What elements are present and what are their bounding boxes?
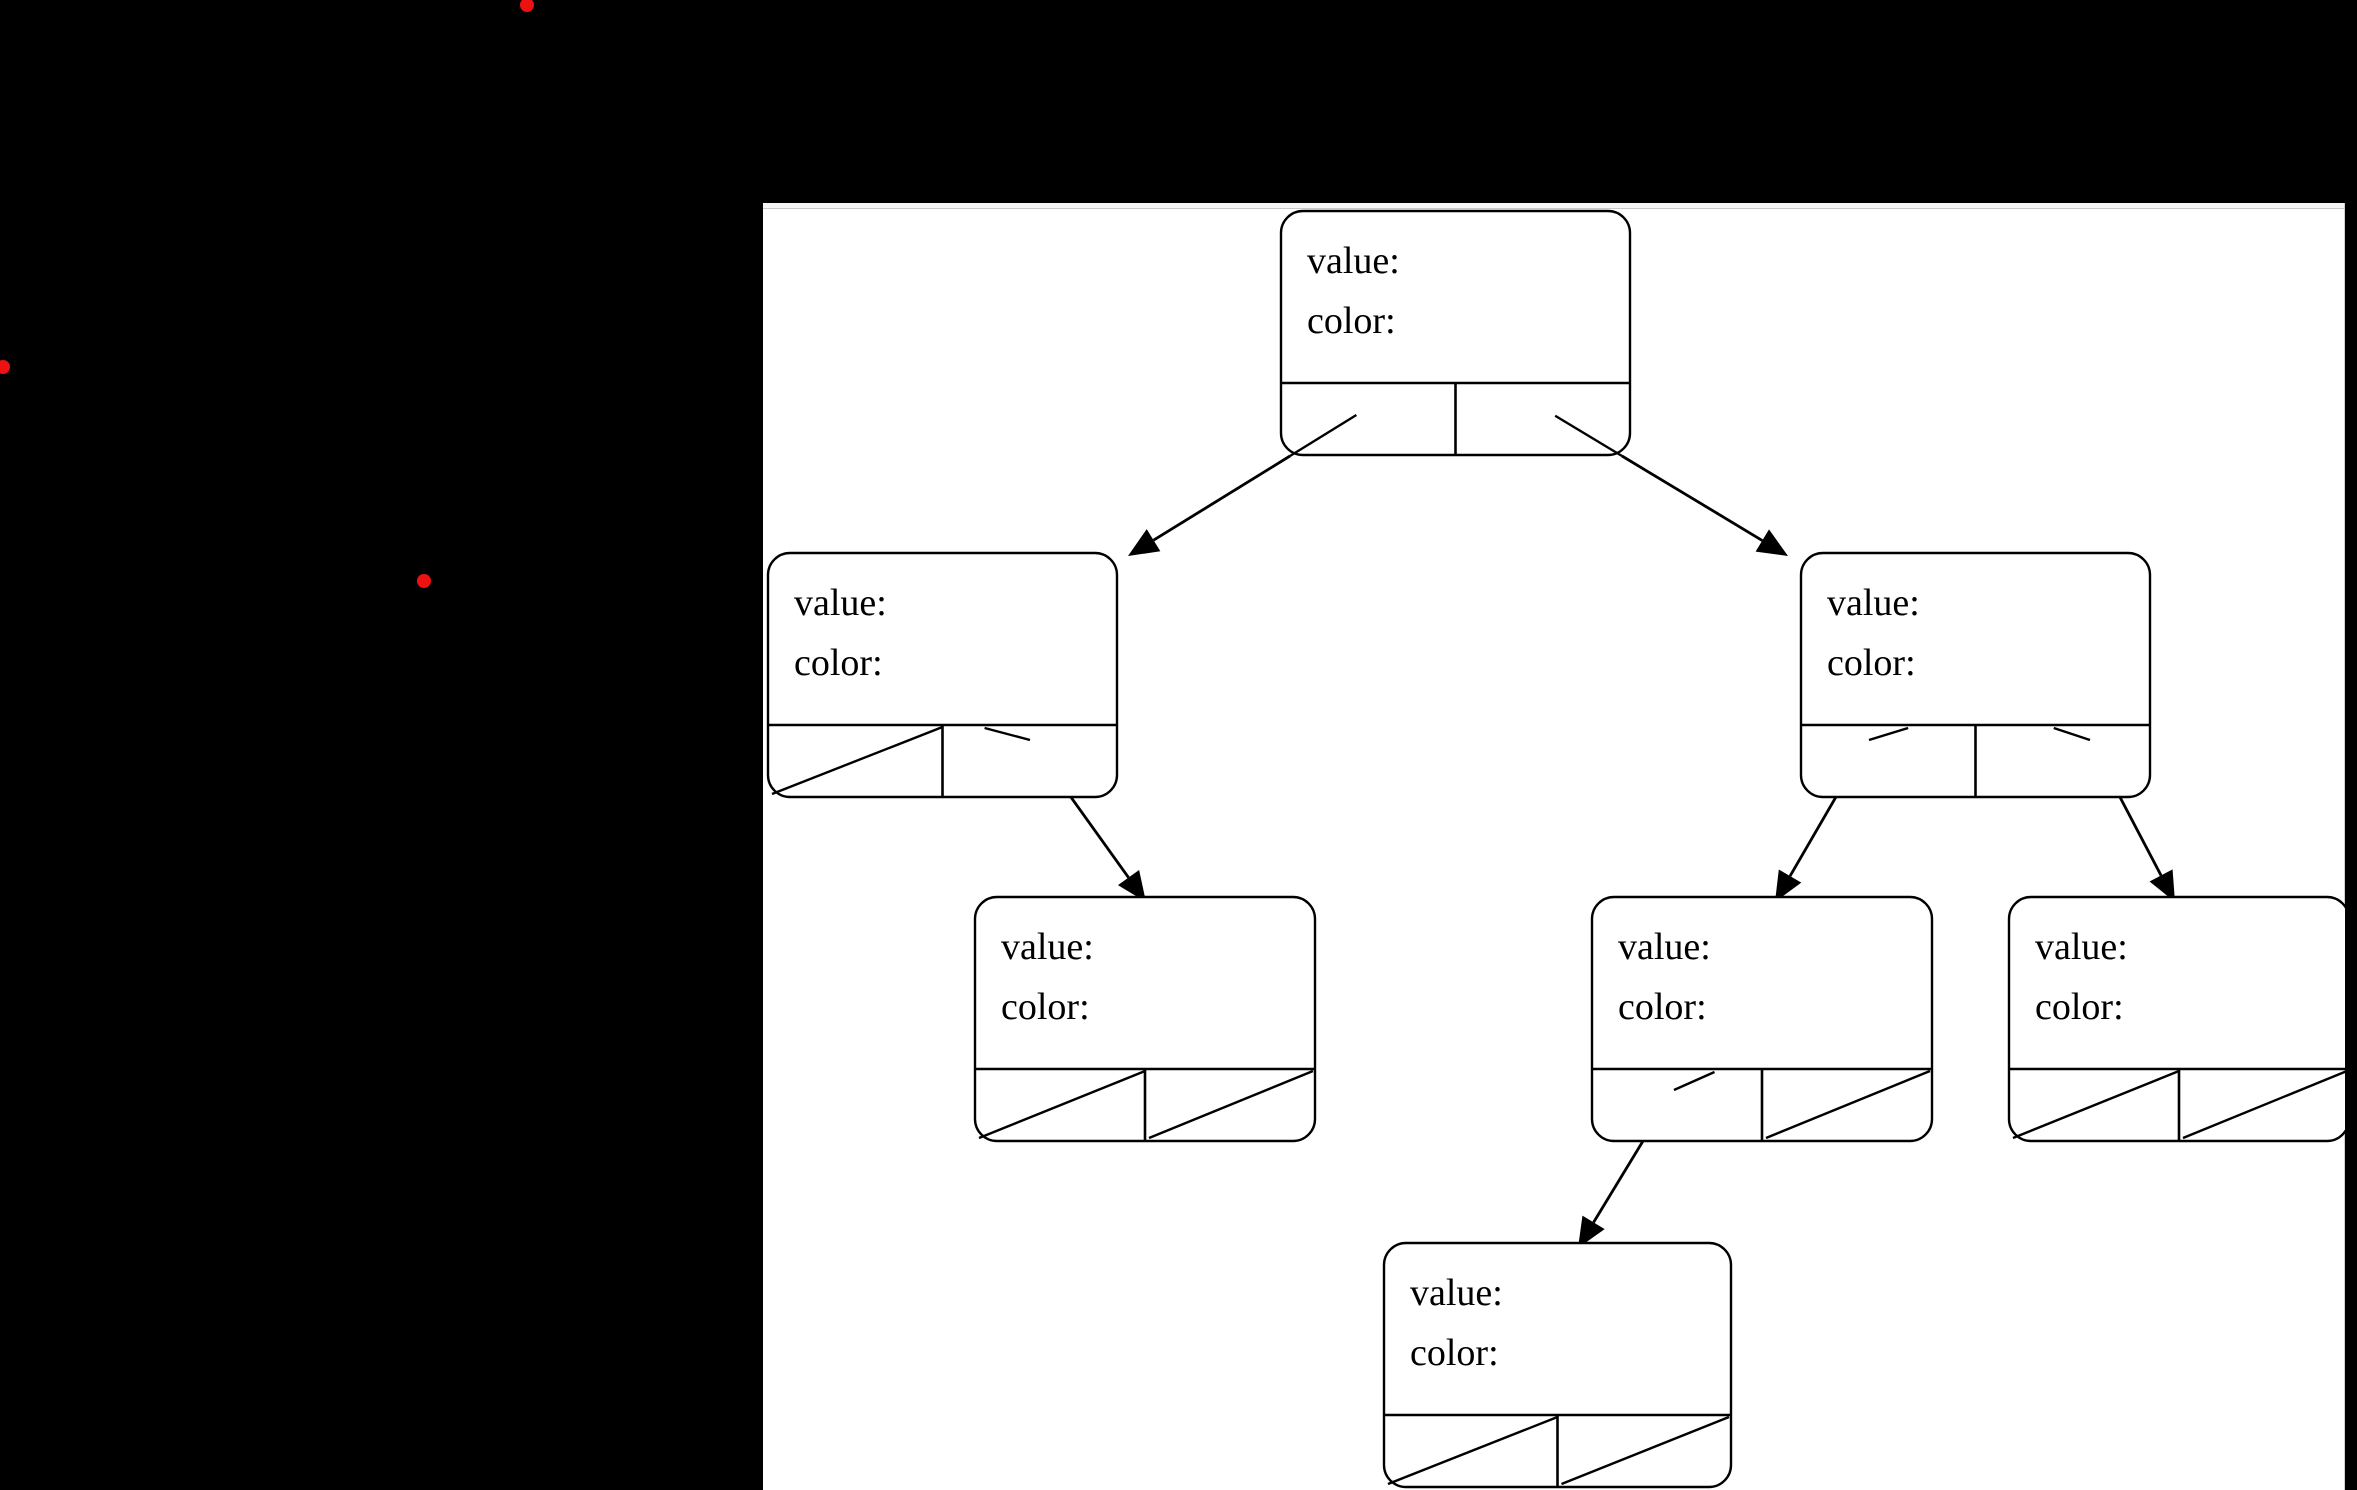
- edge-root-right-arrowhead: [1755, 529, 1788, 556]
- node-right-right-right-nil-slash: [2182, 1070, 2345, 1140]
- edge-root-left: [1128, 454, 1291, 556]
- node-left-right-right-nil-slash: [1148, 1069, 1314, 1140]
- tree-diagram: value:color:value:color:value:color:valu…: [766, 209, 2345, 1489]
- node-right-left-right-nil-slash: [1765, 1069, 1931, 1140]
- node-right-left-left-pointer-stub: [1673, 1070, 1715, 1092]
- node-deep-value-label: value:: [1410, 1272, 1503, 1314]
- node-root-color-label: color:: [1307, 300, 1396, 342]
- edge-right-left-arrowhead: [1775, 869, 1802, 902]
- node-deep-color-label: color:: [1410, 1332, 1499, 1374]
- canvas-top-strip: [763, 203, 2345, 209]
- node-left-color-label: color:: [794, 642, 883, 684]
- pointer-stub-layer: [984, 414, 2091, 1092]
- node-right-value-label: value:: [1827, 582, 1920, 624]
- node-left[interactable]: value: color:: [766, 551, 1119, 799]
- node-right-left[interactable]: value: color:: [1590, 895, 1934, 1143]
- node-deep-left-nil-slash: [1387, 1415, 1558, 1486]
- node-left-right-color-label: color:: [1001, 986, 1090, 1028]
- node-right-right-value-label: value:: [2035, 926, 2128, 968]
- node-right-color-label: color:: [1827, 642, 1916, 684]
- node-left-left-nil-slash: [771, 725, 943, 796]
- node-right-left-color-label: color:: [1618, 986, 1707, 1028]
- node-right-left-value-label: value:: [1618, 926, 1711, 968]
- red-dot-middle: [417, 574, 431, 588]
- node-layer: value:color:value:color:value:color:valu…: [766, 209, 2345, 1489]
- node-root-right-pointer-stub: [1554, 414, 1623, 458]
- edge-root-right-shaft: [1621, 454, 1764, 542]
- node-root[interactable]: value: color:: [1279, 209, 1632, 457]
- node-right-right-color-label: color:: [2035, 986, 2124, 1028]
- red-dot-left: [0, 360, 10, 374]
- node-right-right-left-nil-slash: [2012, 1069, 2180, 1140]
- edge-root-right: [1621, 454, 1788, 556]
- diagram-canvas[interactable]: value:color:value:color:value:color:valu…: [763, 203, 2345, 1490]
- node-right-left-pointer-stub: [1868, 726, 1909, 742]
- node-left-right-value-label: value:: [1001, 926, 1094, 968]
- node-right[interactable]: value: color:: [1799, 551, 2152, 799]
- node-deep[interactable]: value: color:: [1382, 1241, 1733, 1489]
- edge-root-left-shaft: [1152, 454, 1291, 542]
- node-left-value-label: value:: [794, 582, 887, 624]
- node-left-right-left-nil-slash: [978, 1069, 1146, 1140]
- edge-left-right-arrowhead: [1117, 870, 1146, 902]
- node-root-value-label: value:: [1307, 240, 1400, 282]
- edge-right-right-arrowhead: [2149, 869, 2175, 902]
- canvas-right-border: [2344, 203, 2345, 1490]
- red-dot-top: [520, 0, 534, 12]
- node-left-right[interactable]: value: color:: [973, 895, 1317, 1143]
- node-root-left-pointer-stub: [1289, 414, 1358, 458]
- node-right-right[interactable]: value: color:: [2007, 895, 2345, 1143]
- edge-root-left-arrowhead: [1128, 529, 1161, 556]
- node-left-right-pointer-stub: [984, 726, 1031, 742]
- node-right-right-pointer-stub: [2053, 726, 2091, 742]
- node-deep-right-nil-slash: [1561, 1415, 1730, 1486]
- edge-rightleft-left-arrowhead: [1578, 1215, 1605, 1248]
